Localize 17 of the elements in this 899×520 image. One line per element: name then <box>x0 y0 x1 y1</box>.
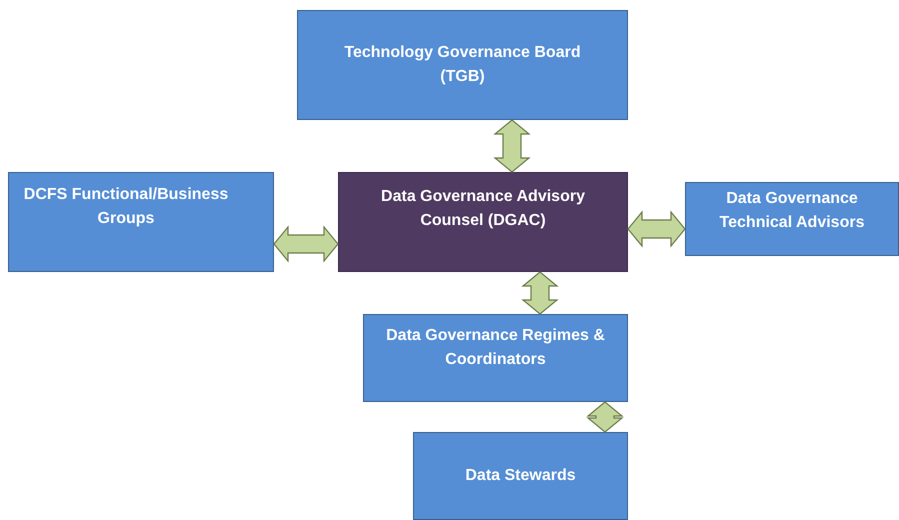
box-label: Data Governance Regimes & Coordinators <box>385 326 606 370</box>
process-box <box>8 172 274 272</box>
double-arrow <box>627 210 686 248</box>
box-label: Technology Governance Board (TGB) <box>343 43 582 87</box>
process-box <box>413 432 628 520</box>
process-box <box>685 182 899 256</box>
box-label: Data Governance Technical Advisors <box>718 189 866 233</box>
box-label: DCFS Functional/Business Groups <box>22 185 230 229</box>
process-box <box>363 314 628 402</box>
double-arrow <box>273 225 339 263</box>
box-label: Data Stewards <box>465 466 576 486</box>
double-arrow <box>493 119 531 173</box>
process-box <box>338 172 628 272</box>
box-label: Data Governance Advisory Counsel (DGAC) <box>380 187 586 231</box>
process-box <box>297 10 628 120</box>
double-arrow <box>521 271 559 315</box>
double-arrow <box>586 401 624 433</box>
